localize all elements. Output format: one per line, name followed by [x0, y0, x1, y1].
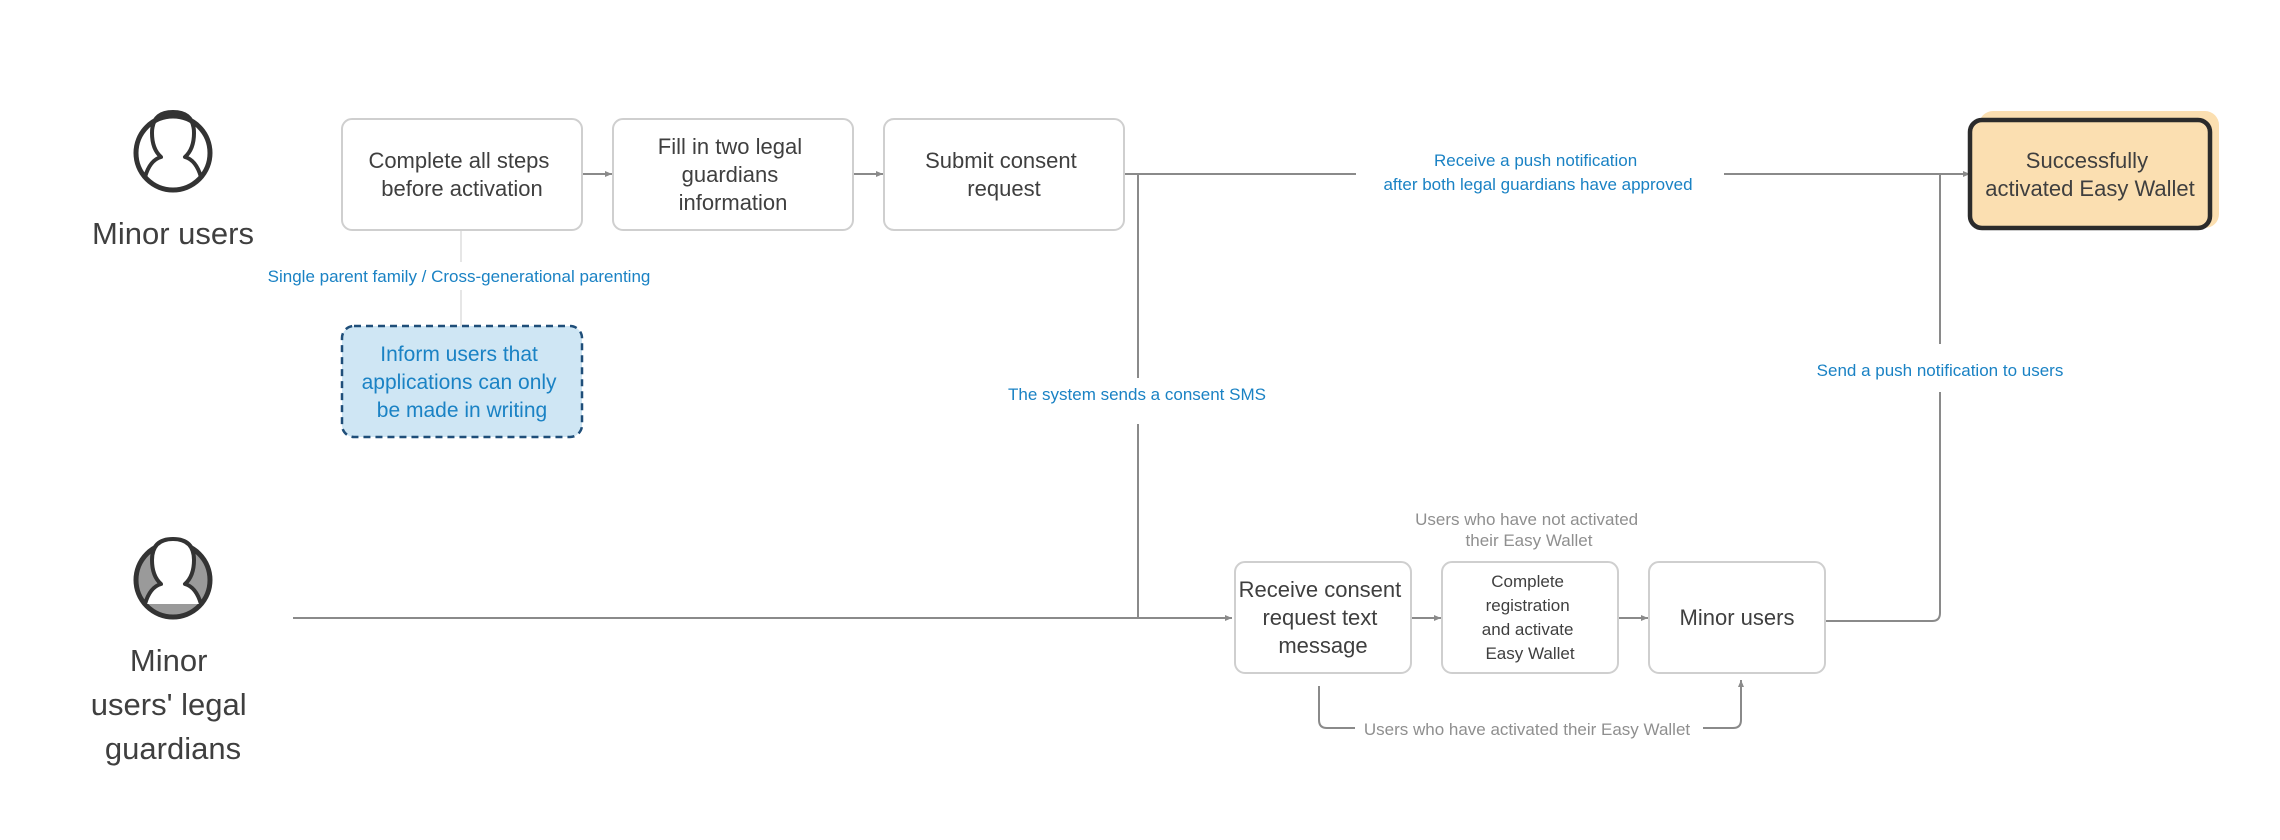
step-complete-all: Complete all steps before activation [341, 118, 583, 231]
person-icon [133, 537, 213, 620]
line-minor-up-lower [1825, 392, 1941, 622]
label-not-activated: Users who have not activated their Easy … [1415, 510, 1643, 550]
label-single-parent: Single parent family / Cross-generationa… [268, 267, 651, 286]
person-icon [133, 110, 213, 193]
connectors [293, 171, 1970, 729]
svg-text:Inform users that applic: Inform users that applications can only … [362, 343, 563, 422]
svg-text:Successfully activated E: Successfully activated Easy Wallet [1985, 148, 2195, 201]
svg-text:Submit consent request: Submit consent request [925, 148, 1083, 201]
label-push-after-approved: Receive a push notification after both l… [1383, 151, 1692, 194]
minor-user-actor: Minor users [92, 110, 254, 251]
step-minor-users: Minor users [1648, 561, 1826, 674]
svg-text:Receive consent request: Receive consent request text message [1239, 577, 1408, 658]
svg-text:Minor users: Minor users [1680, 605, 1795, 630]
step-receive-sms: Receive consent request text message [1234, 561, 1412, 674]
label-have-activated: Users who have activated their Easy Wall… [1364, 720, 1691, 739]
step-fill-guardians: Fill in two legal guardians information [612, 118, 854, 231]
bypass-left [1318, 686, 1355, 729]
bypass-right [1703, 680, 1744, 729]
edge-labels: Single parent family / Cross-generationa… [268, 151, 2064, 739]
guardian-actor: Minor users' legal guardians [91, 537, 255, 766]
step-complete-registration: Complete registration and activate Easy … [1441, 561, 1619, 674]
label-system-sms: The system sends a consent SMS [1008, 385, 1266, 404]
svg-text:Fill in two legal guardi: Fill in two legal guardians information [658, 134, 808, 215]
minor-user-label: Minor users [92, 216, 254, 251]
step-submit-consent: Submit consent request [883, 118, 1125, 231]
svg-text:Complete registration: Complete registration and activate Easy … [1482, 572, 1578, 663]
svg-text:Complete all steps befor: Complete all steps before activation [368, 148, 555, 201]
step-inform-writing: Inform users that applications can only … [340, 324, 584, 439]
label-send-push: Send a push notification to users [1817, 361, 2064, 380]
guardian-label: Minor users' legal guardians [91, 643, 255, 766]
step-success: Successfully activated Easy Wallet [1967, 111, 2219, 231]
